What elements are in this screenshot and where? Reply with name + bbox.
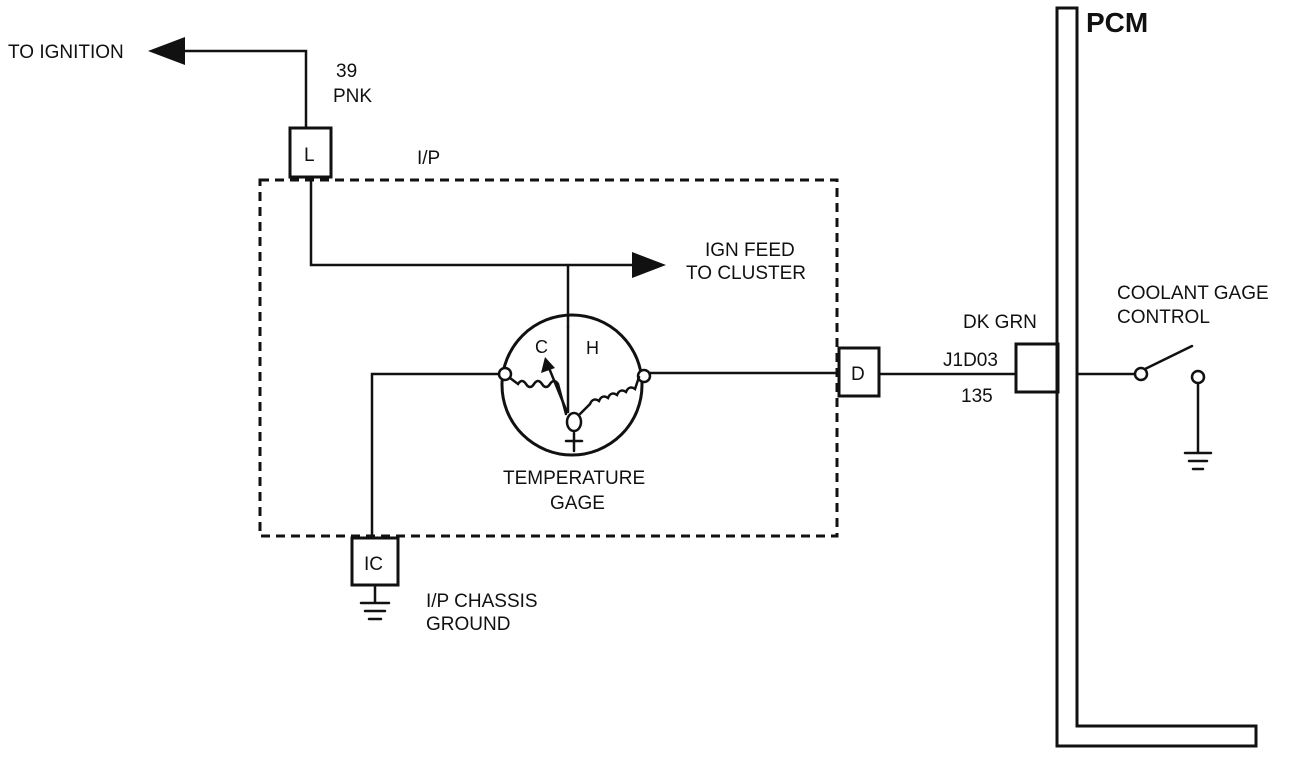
ign-feed-label-2: TO CLUSTER: [686, 263, 806, 284]
gauge-needle-tip: [541, 357, 555, 373]
circuit-39-label: 39: [336, 61, 357, 82]
ground-wire: [370, 372, 501, 540]
ign-feed-label-1: IGN FEED: [705, 240, 795, 261]
ground-label-2: GROUND: [426, 614, 510, 635]
j1d03-label: J1D03: [943, 350, 998, 371]
pcm-label: PCM: [1086, 7, 1148, 38]
connector-d: [837, 346, 881, 398]
connector-ic-label: IC: [364, 554, 383, 575]
ip-label: I/P: [417, 148, 440, 169]
ign-feed-arrow: [632, 252, 666, 278]
gauge-label-1: TEMPERATURE: [503, 468, 645, 489]
dk-grn-label: DK GRN: [963, 312, 1037, 333]
connector-d-label: D: [851, 364, 865, 385]
gauge-h-label: H: [586, 338, 599, 358]
temperature-gauge: [500, 313, 644, 457]
gauge-coil-right: [578, 375, 641, 416]
coolant-label-1: COOLANT GAGE: [1117, 283, 1269, 304]
coolant-label-2: CONTROL: [1117, 307, 1210, 328]
chassis-ground-symbol: [359, 583, 391, 621]
ign-feed-wire: [309, 175, 634, 267]
switch-contact-left: [1133, 366, 1149, 382]
circuit-135-label: 135: [961, 386, 993, 407]
gauge-label-2: GAGE: [550, 493, 605, 514]
gauge-terminal-right: [636, 368, 652, 384]
switch-ground-symbol: [1183, 381, 1213, 471]
gauge-plus-symbol: [564, 431, 584, 453]
ground-label-1: I/P CHASSIS: [426, 591, 538, 612]
pcm-outline: [1055, 6, 1258, 748]
gauge-c-label: C: [535, 337, 548, 357]
switch-lever: [1143, 344, 1194, 371]
to-ignition-arrow: [148, 37, 185, 65]
connector-ic: [350, 536, 400, 587]
gauge-coil-left: [508, 376, 568, 416]
ip-boundary: [258, 178, 839, 538]
pnk-label: PNK: [333, 86, 372, 107]
connector-l-label: L: [304, 145, 315, 166]
to-ignition-label: TO IGNITION: [8, 42, 124, 63]
gauge-pivot: [565, 411, 583, 433]
switch-contact-right: [1190, 369, 1206, 385]
ignition-wire: [183, 49, 308, 130]
pcm-connector-pin: [1014, 342, 1060, 394]
